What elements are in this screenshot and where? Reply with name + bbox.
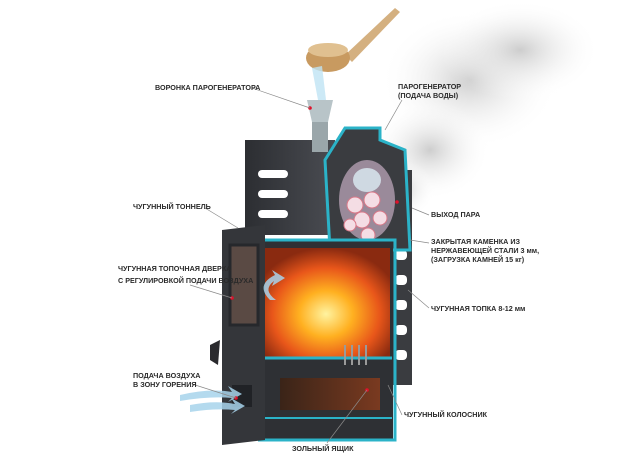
label-heater: ЗАКРЫТАЯ КАМЕНКА ИЗ [431,237,520,246]
ladle-icon [306,8,400,100]
leader-lines [189,87,430,444]
label-firebox: ЧУГУННАЯ ТОПКА 8-12 мм [431,304,525,313]
label-door: ЧУГУННАЯ ТОПОЧНАЯ ДВЕРКА [118,264,231,273]
label-steam-generator-sub: (ПОДАЧА ВОДЫ) [398,91,459,100]
marker-steam-out [395,200,399,204]
label-steam-generator: ПАРОГЕНЕРАТОР [398,82,461,91]
label-steam-out: ВЫХОД ПАРА [431,210,480,219]
closed-heater [323,126,412,252]
label-ash-box: ЗОЛЬНЫЙ ЯЩИК [292,444,354,453]
label-air-supply-sub: В ЗОНУ ГОРЕНИЯ [133,380,197,389]
steam-generator-funnel [307,100,333,152]
label-door-sub: С РЕГУЛИРОВКОЙ ПОДАЧИ ВОЗДУХА [118,276,253,285]
stove-body [258,238,397,442]
firebox-door [210,225,265,445]
label-tunnel: ЧУГУННЫЙ ТОННЕЛЬ [133,202,211,211]
label-grate: ЧУГУННЫЙ КОЛОСНИК [404,410,488,419]
door-handle-icon [210,340,220,365]
label-air-supply: ПОДАЧА ВОЗДУХА [133,371,200,380]
label-heater-material: НЕРЖАВЕЮЩЕЙ СТАЛИ 3 мм, [431,246,539,255]
label-funnel: ВОРОНКА ПАРОГЕНЕРАТОРА [155,83,260,92]
air-flow-arrows [180,270,285,414]
label-heater-load: (ЗАГРУЗКА КАМНЕЙ 15 кг) [431,255,525,264]
